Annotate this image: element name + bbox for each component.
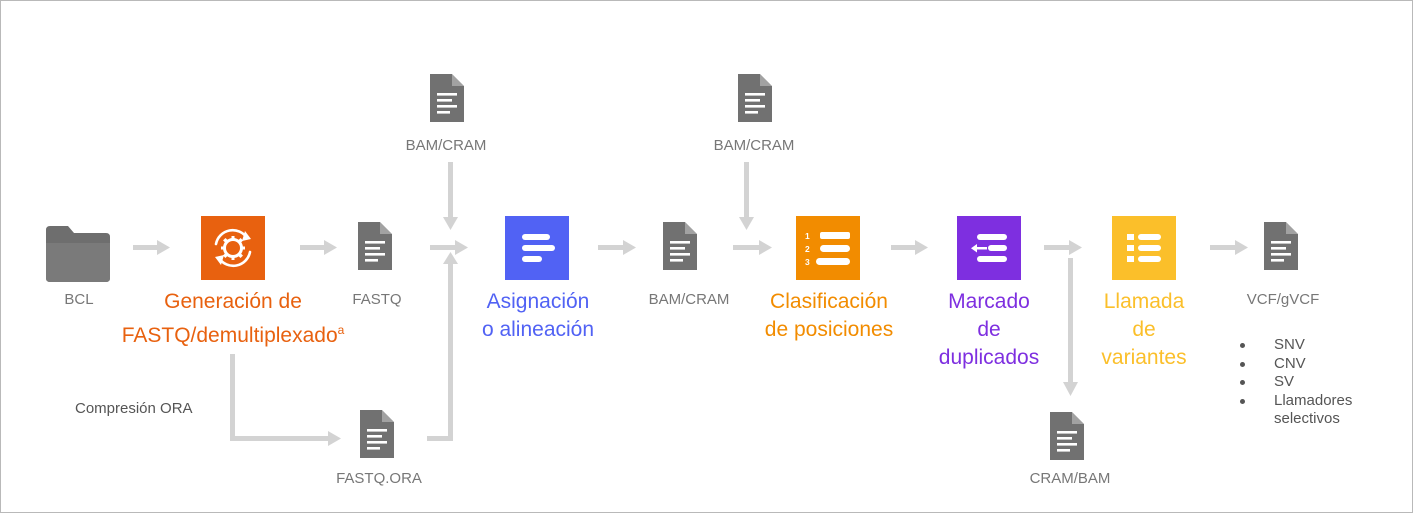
svg-text:3: 3	[805, 257, 810, 267]
bam-cram-mid-label: BAM/CRAM	[648, 291, 730, 308]
variant-type-sv: SV	[1274, 373, 1295, 390]
fastq-ora-file-icon	[360, 410, 394, 458]
arrow-duplicates-variants	[1044, 240, 1082, 255]
step-generation-line1: Generación de	[164, 290, 302, 313]
list-item: SV	[1240, 373, 1352, 392]
variant-type-cnv: CNV	[1274, 354, 1306, 372]
step-generation-line2-wrap: FASTQ/demultiplexadoa	[122, 316, 345, 350]
bam-cram-top-1-label: BAM/CRAM	[405, 137, 487, 154]
step-duplicates-title: Marcado de duplicados	[939, 288, 1039, 372]
variant-type-selective-line1: Llamadores	[1274, 391, 1353, 409]
arrow-sorting-duplicates	[891, 240, 928, 255]
arrow-left-list-icon	[957, 216, 1021, 280]
arrow-fastq-mapping	[430, 240, 468, 255]
bam-cram-top-2-label: BAM/CRAM	[713, 137, 795, 154]
gear-sync-icon	[201, 216, 265, 280]
step-mapping-title: Asignación o alineación	[482, 288, 594, 344]
connectors	[133, 162, 1248, 446]
vcf-file-icon	[1264, 222, 1298, 270]
variant-type-selective-line2: selectivos	[1274, 410, 1340, 427]
arrow-bam-sorting	[733, 240, 772, 255]
bullet-dot	[1240, 343, 1245, 348]
arrow-ora-to-mapping	[427, 252, 458, 441]
bcl-label: BCL	[64, 291, 94, 308]
folder-icon	[46, 226, 110, 282]
list-item: CNV	[1240, 355, 1352, 374]
bullet-dot	[1240, 380, 1245, 385]
step-sorting-line1: Clasificación	[770, 290, 888, 313]
align-bars-icon	[505, 216, 569, 280]
step-duplicates-line3: duplicados	[938, 346, 1040, 369]
step-generation-line2: FASTQ/demultiplexado	[121, 324, 338, 347]
arrow-generation-fastq	[300, 240, 337, 255]
bullet-dot	[1240, 361, 1245, 367]
step-sorting-line2: de posiciones	[764, 318, 894, 341]
step-variants-title: Llamada de variantes	[1101, 288, 1186, 372]
bulleted-list-icon	[1112, 216, 1176, 280]
bam-cram-top-1-file-icon	[430, 74, 464, 122]
vcf-label: VCF/gVCF	[1246, 291, 1320, 308]
cram-bam-file-icon	[1050, 412, 1084, 460]
bam-cram-top-2-file-icon	[738, 74, 772, 122]
bullet-dot	[1240, 398, 1245, 404]
fastq-file-icon	[358, 222, 392, 270]
variant-type-snv: SNV	[1274, 336, 1305, 353]
svg-text:1: 1	[805, 231, 810, 241]
step-mapping-line2: o alineación	[481, 318, 595, 341]
arrow-bcl-generation	[133, 240, 170, 255]
step-variants-line3: variantes	[1101, 346, 1187, 369]
numbered-list-icon: 1 2 3	[796, 216, 860, 280]
svg-text:2: 2	[805, 244, 810, 254]
step-variants-line2: de	[1132, 318, 1156, 341]
fastq-label: FASTQ	[352, 291, 402, 308]
cram-bam-label: CRAM/BAM	[1029, 470, 1111, 487]
step-duplicates-line1: Marcado	[948, 290, 1030, 313]
arrow-duplicates-to-cram	[1063, 258, 1078, 396]
step-generation-title: Generación de FASTQ/demultiplexadoa	[122, 288, 345, 350]
arrow-variants-vcf	[1210, 240, 1248, 255]
arrow-generation-to-ora	[230, 354, 341, 446]
arrow-top-bam-to-mapping	[443, 162, 458, 230]
step-variants-line1: Llamada	[1103, 290, 1185, 313]
fastq-ora-label: FASTQ.ORA	[336, 470, 422, 487]
arrow-mapping-bam	[598, 240, 636, 255]
step-duplicates-line2: de	[977, 318, 1001, 341]
compression-label: Compresión ORA	[75, 400, 193, 417]
step-mapping-line1: Asignación	[486, 290, 590, 313]
step-generation-footnote: a	[337, 323, 345, 337]
bam-cram-mid-file-icon	[663, 222, 697, 270]
arrow-top-bam-to-sorting	[739, 162, 754, 230]
step-sorting-title: Clasificación de posiciones	[765, 288, 893, 344]
list-item: SNV	[1240, 336, 1352, 355]
